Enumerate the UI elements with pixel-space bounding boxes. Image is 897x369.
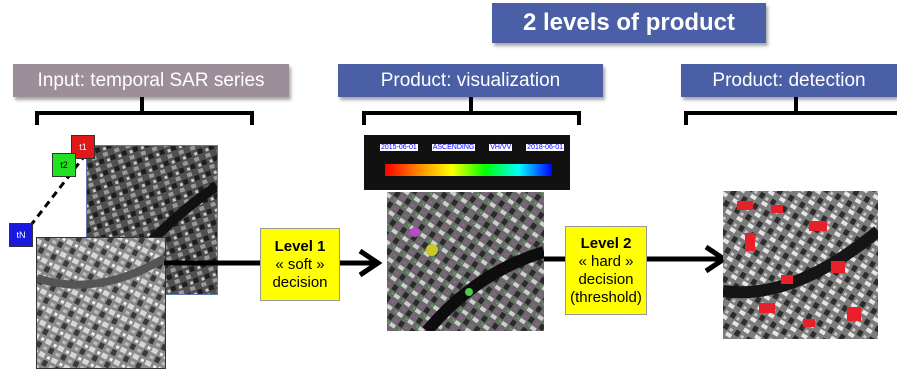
title-banner: 2 levels of product — [492, 3, 766, 43]
detection-image — [723, 191, 878, 339]
time-badge-t2: t2 — [52, 153, 76, 177]
input-header: Input: temporal SAR series — [13, 64, 289, 97]
time-badge-t1: t1 — [71, 135, 95, 159]
input-header-text: Input: temporal SAR series — [37, 69, 265, 91]
detection-header: Product: detection — [681, 64, 897, 97]
visualization-header-text: Product: visualization — [380, 69, 561, 91]
level2-line2: decision — [578, 270, 634, 288]
input-brace — [35, 97, 254, 125]
arrow-level1 — [164, 248, 383, 278]
level1-line2: decision — [272, 273, 328, 291]
level2-box: Level 2 « hard » decision (threshold) — [565, 226, 647, 315]
colorbar-legend: 2015-06-01 ASCENDING VH/VV 2018-06-01 — [364, 135, 570, 190]
level2-line3: (threshold) — [570, 288, 642, 306]
time-badge-tn-label: tN — [16, 230, 26, 240]
visualization-header: Product: visualization — [338, 64, 603, 97]
legend-polarization: VH/VV — [489, 144, 513, 151]
detection-brace — [684, 97, 897, 125]
visualization-brace — [362, 97, 581, 125]
level1-title: Level 1 — [274, 237, 326, 255]
level1-box: Level 1 « soft » decision — [260, 228, 340, 301]
level2-line1: « hard » — [578, 252, 634, 270]
legend-orbit: ASCENDING — [431, 144, 476, 151]
time-badge-tn: tN — [9, 223, 33, 247]
time-badge-t1-label: t1 — [79, 142, 87, 152]
level1-line1: « soft » — [275, 255, 325, 273]
detection-header-text: Product: detection — [712, 69, 866, 91]
legend-start-date: 2015-06-01 — [380, 144, 418, 151]
visualization-image — [387, 192, 544, 331]
title-text: 2 levels of product — [522, 9, 736, 36]
legend-end-date: 2018-06-01 — [526, 144, 564, 151]
sar-image-tn — [36, 237, 166, 369]
time-badge-t2-label: t2 — [60, 160, 68, 170]
level2-title: Level 2 — [580, 234, 632, 252]
colorbar — [385, 164, 552, 176]
